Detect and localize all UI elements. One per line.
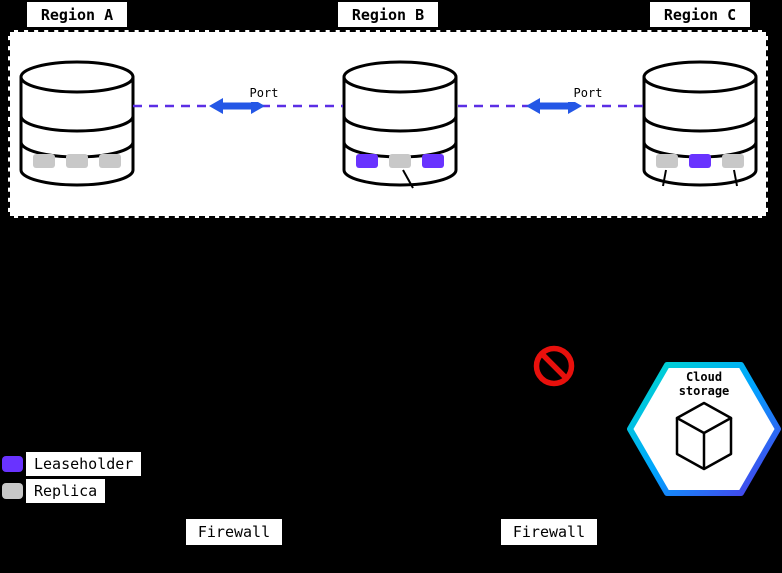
firewall-label-1: Firewall	[186, 519, 282, 545]
pointer-tick	[402, 169, 414, 189]
replication-link-b-c	[458, 98, 643, 114]
replica-swatch	[2, 483, 23, 499]
no-symbol-icon	[533, 345, 575, 387]
region-b-label: Region B	[338, 2, 438, 27]
replica-square	[722, 154, 744, 168]
leaseholder-square	[356, 154, 378, 168]
cloud-storage-label-line1: Cloud	[686, 370, 722, 384]
legend-leaseholder-label: Leaseholder	[26, 452, 142, 476]
pointer-tick	[733, 169, 738, 187]
database-icon-region-a	[19, 60, 135, 187]
replication-link-a-b	[133, 98, 343, 114]
region-a-label: Region A	[27, 2, 127, 27]
double-arrow-icon	[526, 98, 582, 114]
cloud-storage-node: Cloud storage	[627, 362, 781, 496]
legend-replica-label: Replica	[26, 479, 106, 503]
cube-icon	[675, 401, 733, 471]
region-c-label: Region C	[650, 2, 750, 27]
replica-square	[66, 154, 88, 168]
replica-square	[33, 154, 55, 168]
leaseholder-square	[689, 154, 711, 168]
database-icon-region-c	[642, 60, 758, 187]
port-label-a-b: Port	[239, 84, 289, 102]
hexagon-border	[627, 362, 781, 496]
leaseholder-square	[422, 154, 444, 168]
replica-square	[389, 154, 411, 168]
port-label-b-c: Port	[563, 84, 613, 102]
replica-square	[656, 154, 678, 168]
database-icon-region-b	[342, 60, 458, 189]
leaseholder-swatch	[2, 456, 23, 472]
replica-square	[99, 154, 121, 168]
firewall-label-2: Firewall	[501, 519, 597, 545]
cloud-storage-label-line2: storage	[679, 384, 730, 398]
double-arrow-icon	[209, 98, 265, 114]
pointer-tick	[662, 169, 667, 187]
